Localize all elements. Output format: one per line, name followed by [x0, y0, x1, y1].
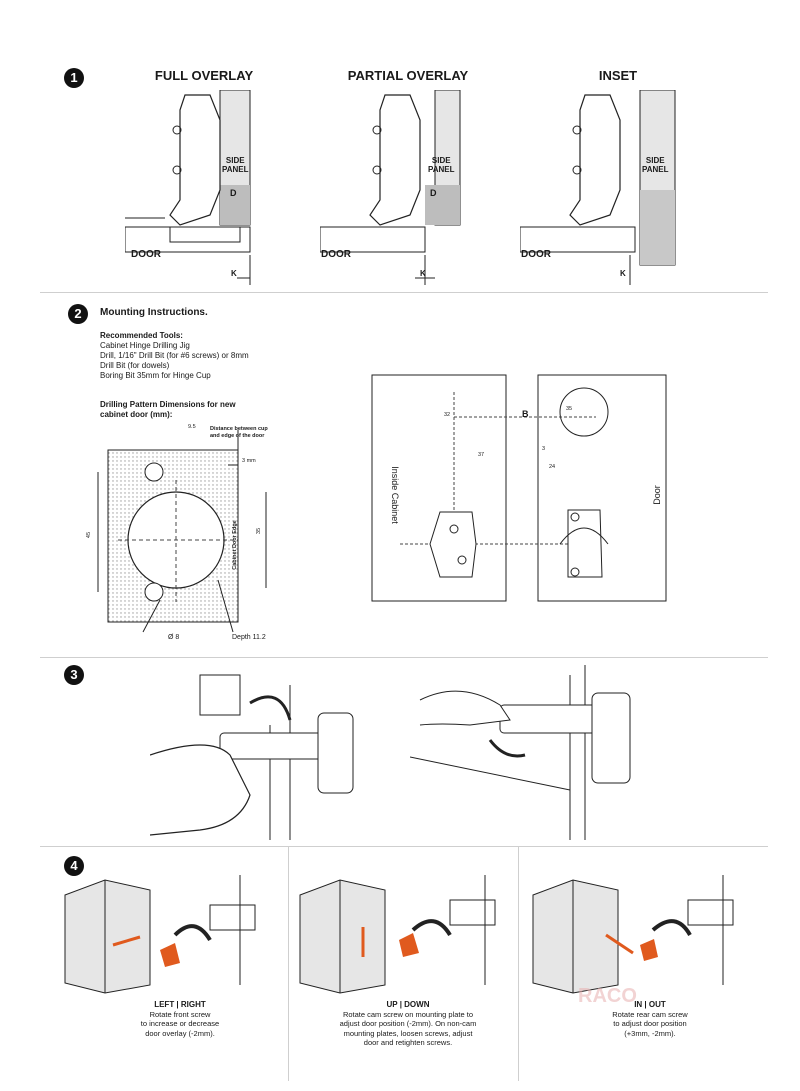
- full-overlay-diagram: [125, 90, 251, 285]
- pattern-title: Drilling Pattern Dimensions for new cabi…: [100, 400, 300, 420]
- caption-line: to increase or decrease: [140, 1019, 220, 1028]
- dim-35-right: 35: [566, 406, 573, 412]
- caption-line: mounting plates, loosen screws, adjust: [343, 1028, 473, 1038]
- partial-overlay-diagram: [320, 90, 461, 285]
- caption-title-left-right: LEFT | RIGHT: [154, 1000, 206, 1009]
- caption-line: Rotate rear cam screw: [612, 1009, 688, 1019]
- install-step-right: [410, 665, 631, 840]
- door-label-right: Door: [651, 485, 662, 505]
- cabinet-door-edge-label: Cabinet Door Edge: [231, 520, 238, 570]
- dim-24: 24: [549, 464, 556, 470]
- door-label-3: DOOR: [521, 249, 551, 260]
- divider-3: [40, 846, 768, 847]
- caption-line: door overlay (-2mm).: [145, 1028, 215, 1038]
- tool-item: Cabinet Hinge Drilling Jig: [100, 341, 190, 350]
- tools-list: Cabinet Hinge Drilling Jig Drill, 1/16" …: [100, 341, 320, 381]
- caption-up-down: UP | DOWN Rotate cam screw on mounting p…: [318, 1000, 498, 1048]
- divider-1: [40, 292, 768, 293]
- header-partial-overlay: PARTIAL OVERLAY: [347, 68, 469, 83]
- dim-3mm: 3 mm: [242, 458, 256, 464]
- caption-line: Rotate cam screw on mounting plate to: [342, 1009, 474, 1019]
- adjust-up-down-diagram: [299, 875, 496, 994]
- caption-line: door and retighten screws.: [363, 1038, 453, 1047]
- pattern-title-line-1: Drilling Pattern Dimensions for new: [100, 400, 236, 409]
- side-label-2: SIDE: [431, 156, 451, 165]
- caption-line: (+3mm, -2mm).: [624, 1028, 676, 1038]
- dim-45: 45: [86, 531, 93, 539]
- tool-item: Boring Bit 35mm for Hinge Cup: [100, 371, 211, 380]
- dim-35: 35: [256, 527, 263, 535]
- k-label-3: K: [620, 269, 626, 278]
- watermark-text: RACO: [578, 985, 637, 1007]
- tool-item: Drill Bit (for dowels): [100, 361, 170, 370]
- panel-label-3: PANEL: [642, 165, 669, 174]
- panel-label-1: PANEL: [222, 165, 249, 174]
- dowel-hole-bottom: [144, 582, 164, 602]
- panel-divider-2: [518, 846, 519, 1081]
- caption-in-out: IN | OUT Rotate rear cam screw to adjust…: [580, 1000, 720, 1038]
- caption-title-up-down: UP | DOWN: [386, 1000, 430, 1009]
- tool-item: Drill, 1/16" Drill Bit (for #6 screws) o…: [100, 351, 249, 360]
- step-number-4: 4: [64, 856, 84, 876]
- k-label-2: K: [420, 269, 426, 278]
- side-label-3: SIDE: [645, 156, 665, 165]
- distance-note: Distance between cup and edge of the doo…: [210, 426, 290, 440]
- b-label: B: [522, 409, 529, 419]
- d-label-1: D: [230, 188, 237, 198]
- caption-line: adjust door position (-2mm). On non-cam: [339, 1019, 477, 1028]
- distance-note-line-1: Distance between cup: [210, 426, 268, 432]
- dim-32: 32: [444, 412, 451, 418]
- adjust-left-right-diagram: [64, 875, 256, 994]
- caption-line: to adjust door position: [613, 1019, 687, 1028]
- phi-8-label: Ø 8: [168, 634, 180, 641]
- adjust-in-out-diagram: [532, 875, 734, 994]
- step-number-2: 2: [68, 304, 88, 324]
- caption-left-right: LEFT | RIGHT Rotate front screw to incre…: [120, 1000, 240, 1038]
- tools-title: Recommended Tools:: [100, 331, 183, 340]
- drilling-pattern-diagram: [97, 430, 267, 633]
- side-label-1: SIDE: [225, 156, 245, 165]
- left-right-arrow: [112, 935, 141, 947]
- install-step-left: [150, 674, 354, 840]
- in-out-arrow: [605, 933, 634, 955]
- caption-line: Rotate front screw: [149, 1009, 211, 1019]
- mounting-title: Mounting Instructions.: [100, 307, 208, 318]
- panel-label-2: PANEL: [428, 165, 455, 174]
- pattern-title-line-2: cabinet door (mm):: [100, 410, 173, 419]
- dowel-hole-top: [144, 462, 164, 482]
- mounting-plate-layout: [371, 374, 667, 602]
- divider-2: [40, 657, 768, 658]
- caption-title-in-out: IN | OUT: [634, 1000, 666, 1009]
- dim-37: 37: [478, 452, 485, 458]
- inset-diagram: [520, 90, 676, 285]
- step-number-1: 1: [64, 68, 84, 88]
- header-inset: INSET: [598, 68, 638, 83]
- hinge-shape: [169, 94, 221, 226]
- dim-9-5: 9.5: [188, 424, 196, 430]
- step-number-3: 3: [64, 665, 84, 685]
- k-label-1: K: [231, 269, 237, 278]
- distance-note-line-2: and edge of the door: [210, 433, 265, 439]
- door-label-1: DOOR: [131, 249, 161, 260]
- panel-divider-1: [288, 846, 289, 1081]
- dim-3-right: 3: [542, 446, 546, 452]
- d-label-2: D: [430, 188, 437, 198]
- header-full-overlay: FULL OVERLAY: [154, 68, 254, 83]
- inside-cabinet-label: Inside Cabinet: [389, 466, 400, 524]
- door-label-2: DOOR: [321, 249, 351, 260]
- depth-label: Depth 11.2: [232, 634, 266, 641]
